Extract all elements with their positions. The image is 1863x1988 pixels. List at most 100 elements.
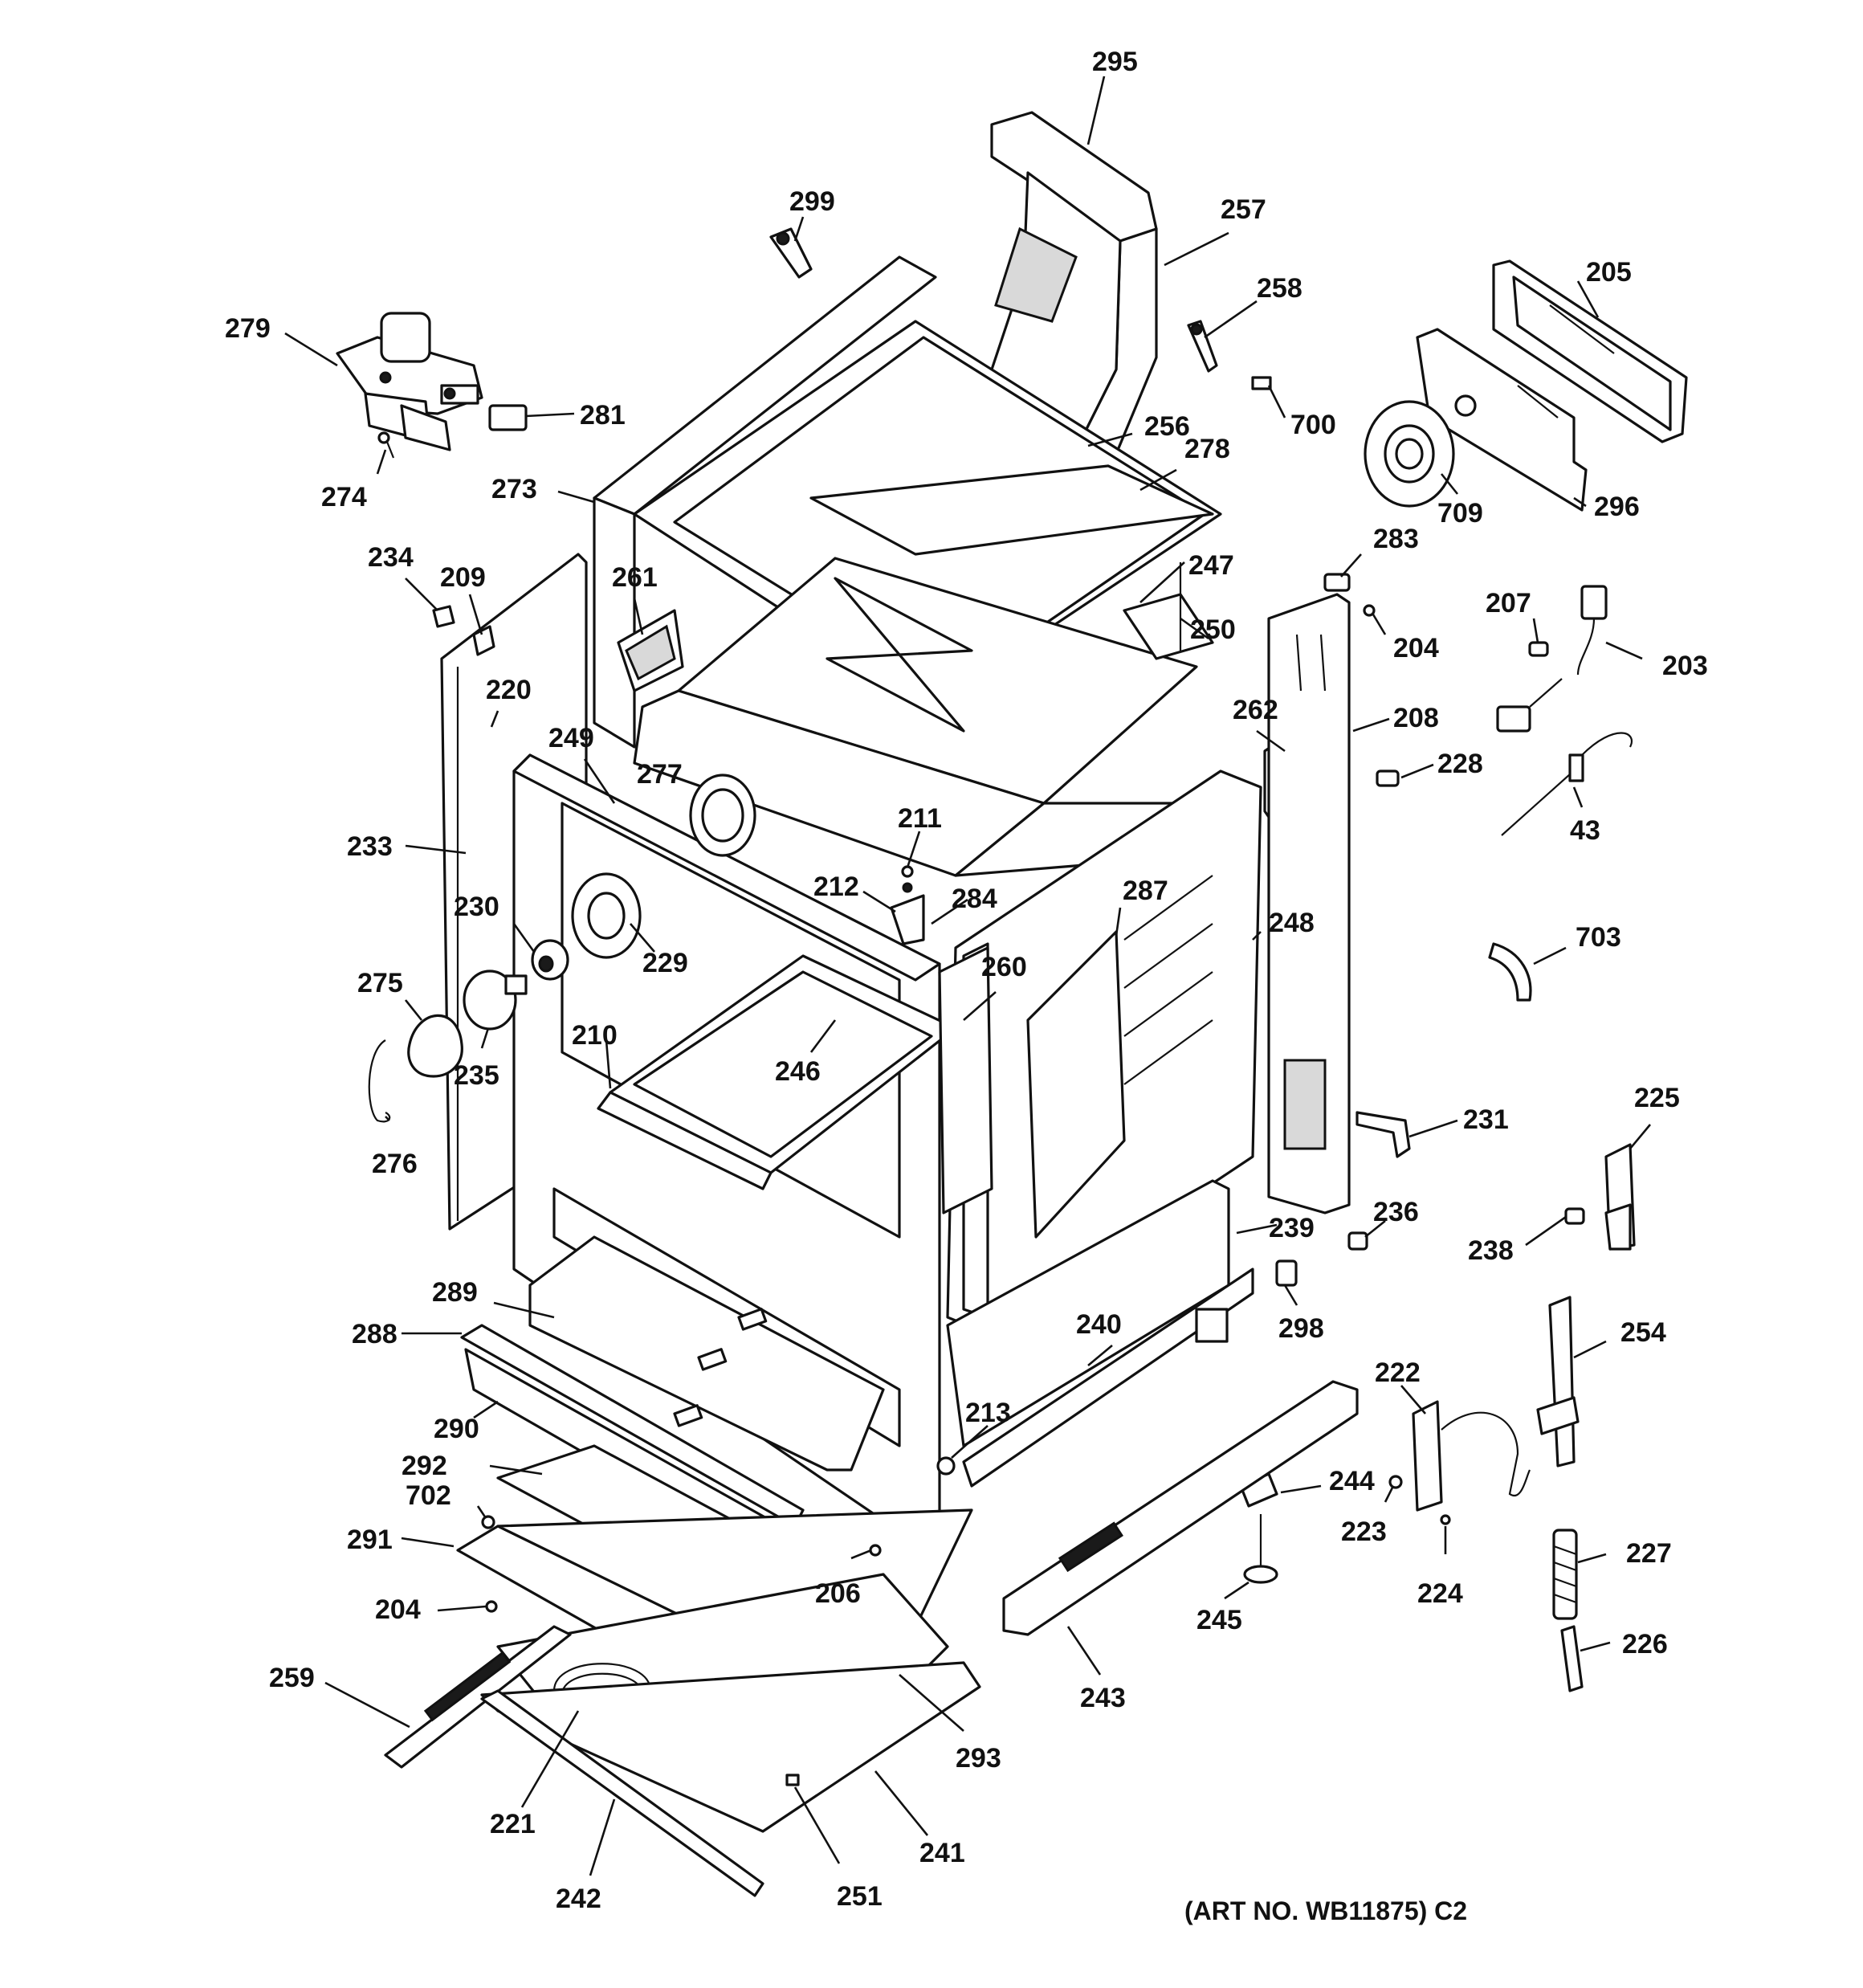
part-274-screw bbox=[377, 431, 395, 459]
part-204-screw-lower bbox=[485, 1600, 498, 1613]
part-226-link bbox=[1560, 1625, 1584, 1692]
label-296: 296 bbox=[1594, 492, 1640, 522]
part-243-kick-rail bbox=[1002, 1380, 1359, 1636]
label-700: 700 bbox=[1290, 410, 1336, 440]
part-260-side-rail bbox=[938, 946, 993, 1214]
part-275-lamp-cover bbox=[407, 1014, 463, 1078]
part-259-drawer-slide bbox=[384, 1625, 572, 1769]
label-276: 276 bbox=[372, 1149, 418, 1179]
label-274: 274 bbox=[321, 482, 367, 512]
label-206: 206 bbox=[815, 1578, 861, 1609]
part-211-screw bbox=[901, 865, 914, 878]
label-257: 257 bbox=[1221, 194, 1266, 225]
label-243: 243 bbox=[1080, 1683, 1126, 1713]
label-278: 278 bbox=[1184, 434, 1230, 464]
part-703-curved-bracket bbox=[1488, 942, 1532, 1002]
label-288: 288 bbox=[352, 1319, 397, 1349]
label-247: 247 bbox=[1188, 550, 1234, 581]
label-203: 203 bbox=[1662, 651, 1708, 681]
label-709: 709 bbox=[1437, 498, 1483, 529]
part-227-spring bbox=[1552, 1529, 1578, 1620]
label-234: 234 bbox=[368, 542, 414, 573]
label-299: 299 bbox=[789, 186, 835, 217]
part-247-rear-frame bbox=[1123, 593, 1214, 660]
part-242-bottom-rail bbox=[480, 1689, 764, 1897]
label-235: 235 bbox=[454, 1060, 499, 1091]
part-281-switch bbox=[488, 404, 528, 431]
part-229-lamp-housing bbox=[571, 872, 642, 959]
label-262: 262 bbox=[1233, 695, 1278, 725]
label-205: 205 bbox=[1586, 257, 1632, 288]
part-oven-liner bbox=[633, 557, 1254, 877]
label-245: 245 bbox=[1196, 1605, 1242, 1635]
label-290: 290 bbox=[434, 1414, 479, 1444]
part-273-top-frame bbox=[593, 255, 937, 749]
part-213-screw bbox=[936, 1456, 956, 1476]
label-295: 295 bbox=[1092, 47, 1138, 77]
part-208-rear-channel bbox=[1267, 593, 1351, 1214]
part-236-clip bbox=[1347, 1231, 1368, 1251]
label-223: 223 bbox=[1341, 1517, 1387, 1547]
part-700-clip bbox=[1251, 376, 1272, 390]
label-240: 240 bbox=[1076, 1309, 1122, 1340]
leader-lines bbox=[284, 76, 1651, 1876]
part-709-burner-cap bbox=[1364, 400, 1455, 508]
part-207-grommet bbox=[1528, 641, 1549, 657]
art-number-caption: (ART NO. WB11875) C2 bbox=[1184, 1896, 1467, 1925]
part-230-lamp-receptacle bbox=[531, 939, 569, 981]
part-279-valve-assembly bbox=[336, 312, 483, 451]
part-289-broiler-pan bbox=[528, 1235, 885, 1472]
part-254-hinge bbox=[1536, 1296, 1580, 1468]
label-204b: 204 bbox=[375, 1594, 421, 1625]
label-291: 291 bbox=[347, 1525, 393, 1555]
label-284: 284 bbox=[952, 884, 997, 914]
label-239: 239 bbox=[1269, 1213, 1315, 1243]
part-299-clip bbox=[769, 227, 813, 279]
label-275: 275 bbox=[357, 968, 403, 998]
part-277-burner-ring bbox=[689, 774, 756, 857]
label-207: 207 bbox=[1486, 588, 1531, 618]
label-251: 251 bbox=[837, 1881, 883, 1912]
label-208: 208 bbox=[1393, 703, 1439, 733]
part-235-light-bulb bbox=[463, 970, 528, 1031]
part-203-wire-harness bbox=[1496, 585, 1608, 733]
label-258: 258 bbox=[1257, 273, 1302, 304]
label-279: 279 bbox=[225, 313, 271, 344]
label-236: 236 bbox=[1373, 1197, 1419, 1227]
part-261-insulation-block bbox=[617, 609, 684, 692]
part-245-leveling-leg bbox=[1243, 1514, 1278, 1584]
label-204a: 204 bbox=[1393, 633, 1439, 663]
part-238-switch bbox=[1564, 1207, 1585, 1225]
label-212: 212 bbox=[813, 872, 859, 902]
label-225: 225 bbox=[1634, 1083, 1680, 1113]
label-254: 254 bbox=[1620, 1317, 1666, 1348]
label-211: 211 bbox=[898, 803, 942, 834]
label-220: 220 bbox=[486, 675, 532, 705]
label-222: 222 bbox=[1375, 1357, 1421, 1388]
label-230: 230 bbox=[454, 892, 499, 922]
part-labels: 295 299 257 258 205 279 281 700 256 278 … bbox=[225, 47, 1708, 1925]
label-287: 287 bbox=[1123, 876, 1168, 906]
part-224-pin bbox=[1440, 1514, 1451, 1525]
label-261: 261 bbox=[612, 562, 658, 593]
part-231-bracket bbox=[1355, 1111, 1411, 1158]
stray-mark bbox=[902, 882, 913, 893]
label-256: 256 bbox=[1144, 411, 1190, 442]
label-209: 209 bbox=[440, 562, 486, 593]
label-248: 248 bbox=[1269, 908, 1315, 938]
part-228-clip bbox=[1376, 769, 1400, 787]
part-258-bracket bbox=[1187, 320, 1218, 373]
part-206-screw bbox=[869, 1544, 882, 1557]
label-293: 293 bbox=[956, 1743, 1001, 1774]
part-256-top-insulation bbox=[809, 464, 1214, 556]
label-283: 283 bbox=[1373, 524, 1419, 554]
part-298-clip bbox=[1275, 1259, 1298, 1287]
label-277: 277 bbox=[637, 759, 683, 790]
label-244: 244 bbox=[1329, 1466, 1375, 1496]
label-229: 229 bbox=[642, 948, 688, 978]
part-296-shield bbox=[1416, 328, 1588, 512]
vent-duct bbox=[950, 111, 1158, 463]
part-204-screw-upper bbox=[1363, 604, 1376, 617]
label-246: 246 bbox=[775, 1056, 821, 1087]
